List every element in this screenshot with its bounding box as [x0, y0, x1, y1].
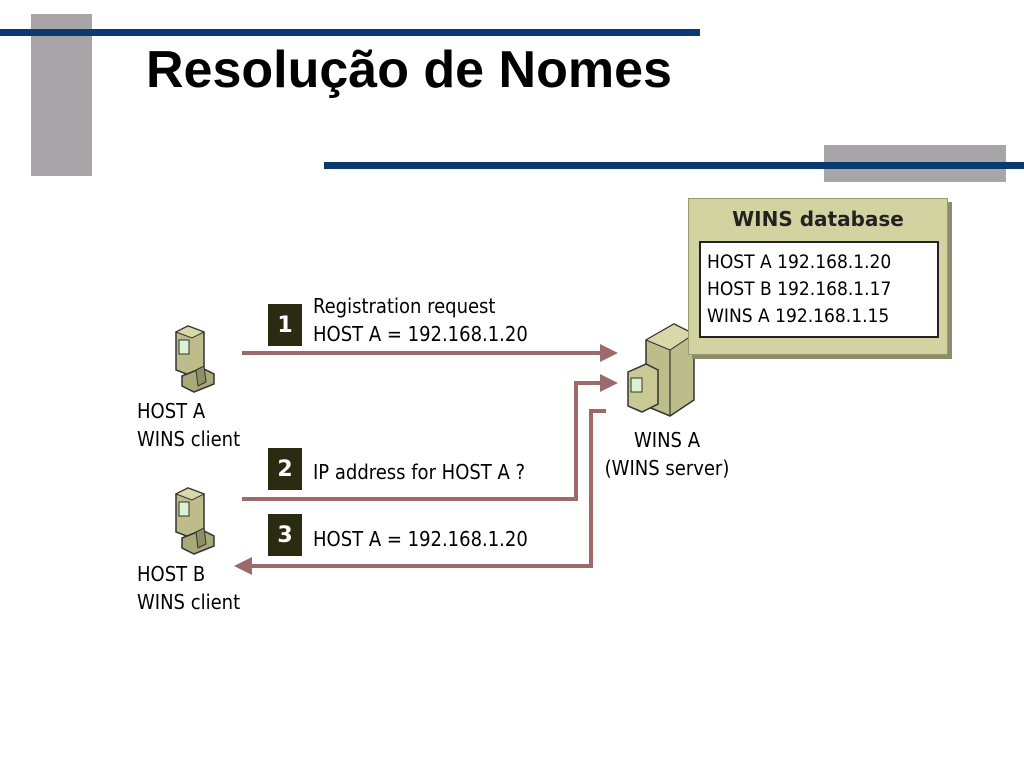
step-2-badge: 2 — [268, 448, 302, 490]
step-1-text: Registration request HOST A = 192.168.1.… — [313, 292, 528, 348]
host-a-name: HOST A — [137, 399, 206, 423]
wins-database-title: WINS database — [732, 207, 904, 231]
database-row: HOST B 192.168.1.17 — [707, 278, 892, 300]
step-1-line-1: Registration request — [313, 294, 496, 318]
server-label: WINS A (WINS server) — [594, 426, 740, 482]
arrow-query — [242, 381, 606, 501]
database-row: HOST A 192.168.1.20 — [707, 251, 892, 273]
step-2-line-1: IP address for HOST A ? — [313, 460, 526, 484]
step-3-text: HOST A = 192.168.1.20 — [313, 525, 528, 553]
step-3-badge: 3 — [268, 514, 302, 556]
host-b-computer-icon — [175, 487, 215, 555]
top-navy-line — [0, 29, 700, 36]
host-b-label: HOST B WINS client — [137, 560, 240, 616]
arrow-response — [248, 409, 606, 568]
step-3-line-1: HOST A = 192.168.1.20 — [313, 527, 528, 551]
server-name: WINS A — [634, 428, 700, 452]
step-1-line-2: HOST A = 192.168.1.20 — [313, 322, 528, 346]
step-2-text: IP address for HOST A ? — [313, 458, 525, 486]
middle-navy-line — [324, 162, 1024, 169]
arrowhead-2 — [600, 374, 618, 392]
arrowhead-3 — [234, 557, 252, 575]
slide-title: Resolução de Nomes — [146, 41, 672, 99]
host-b-name: HOST B — [137, 562, 206, 586]
host-a-label: HOST A WINS client — [137, 397, 240, 453]
step-1-badge: 1 — [268, 304, 302, 346]
server-role: (WINS server) — [604, 456, 730, 480]
database-row: WINS A 192.168.1.15 — [707, 305, 890, 327]
left-gray-block — [31, 14, 92, 176]
wins-database-panel: WINS database HOST A 192.168.1.20 HOST B… — [688, 198, 948, 355]
wins-database-table: HOST A 192.168.1.20 HOST B 192.168.1.17 … — [699, 241, 939, 338]
arrowhead-1 — [600, 344, 618, 362]
host-a-computer-icon — [175, 325, 215, 393]
host-b-role: WINS client — [137, 590, 241, 614]
host-a-role: WINS client — [137, 427, 241, 451]
wins-server-icon — [627, 323, 695, 417]
